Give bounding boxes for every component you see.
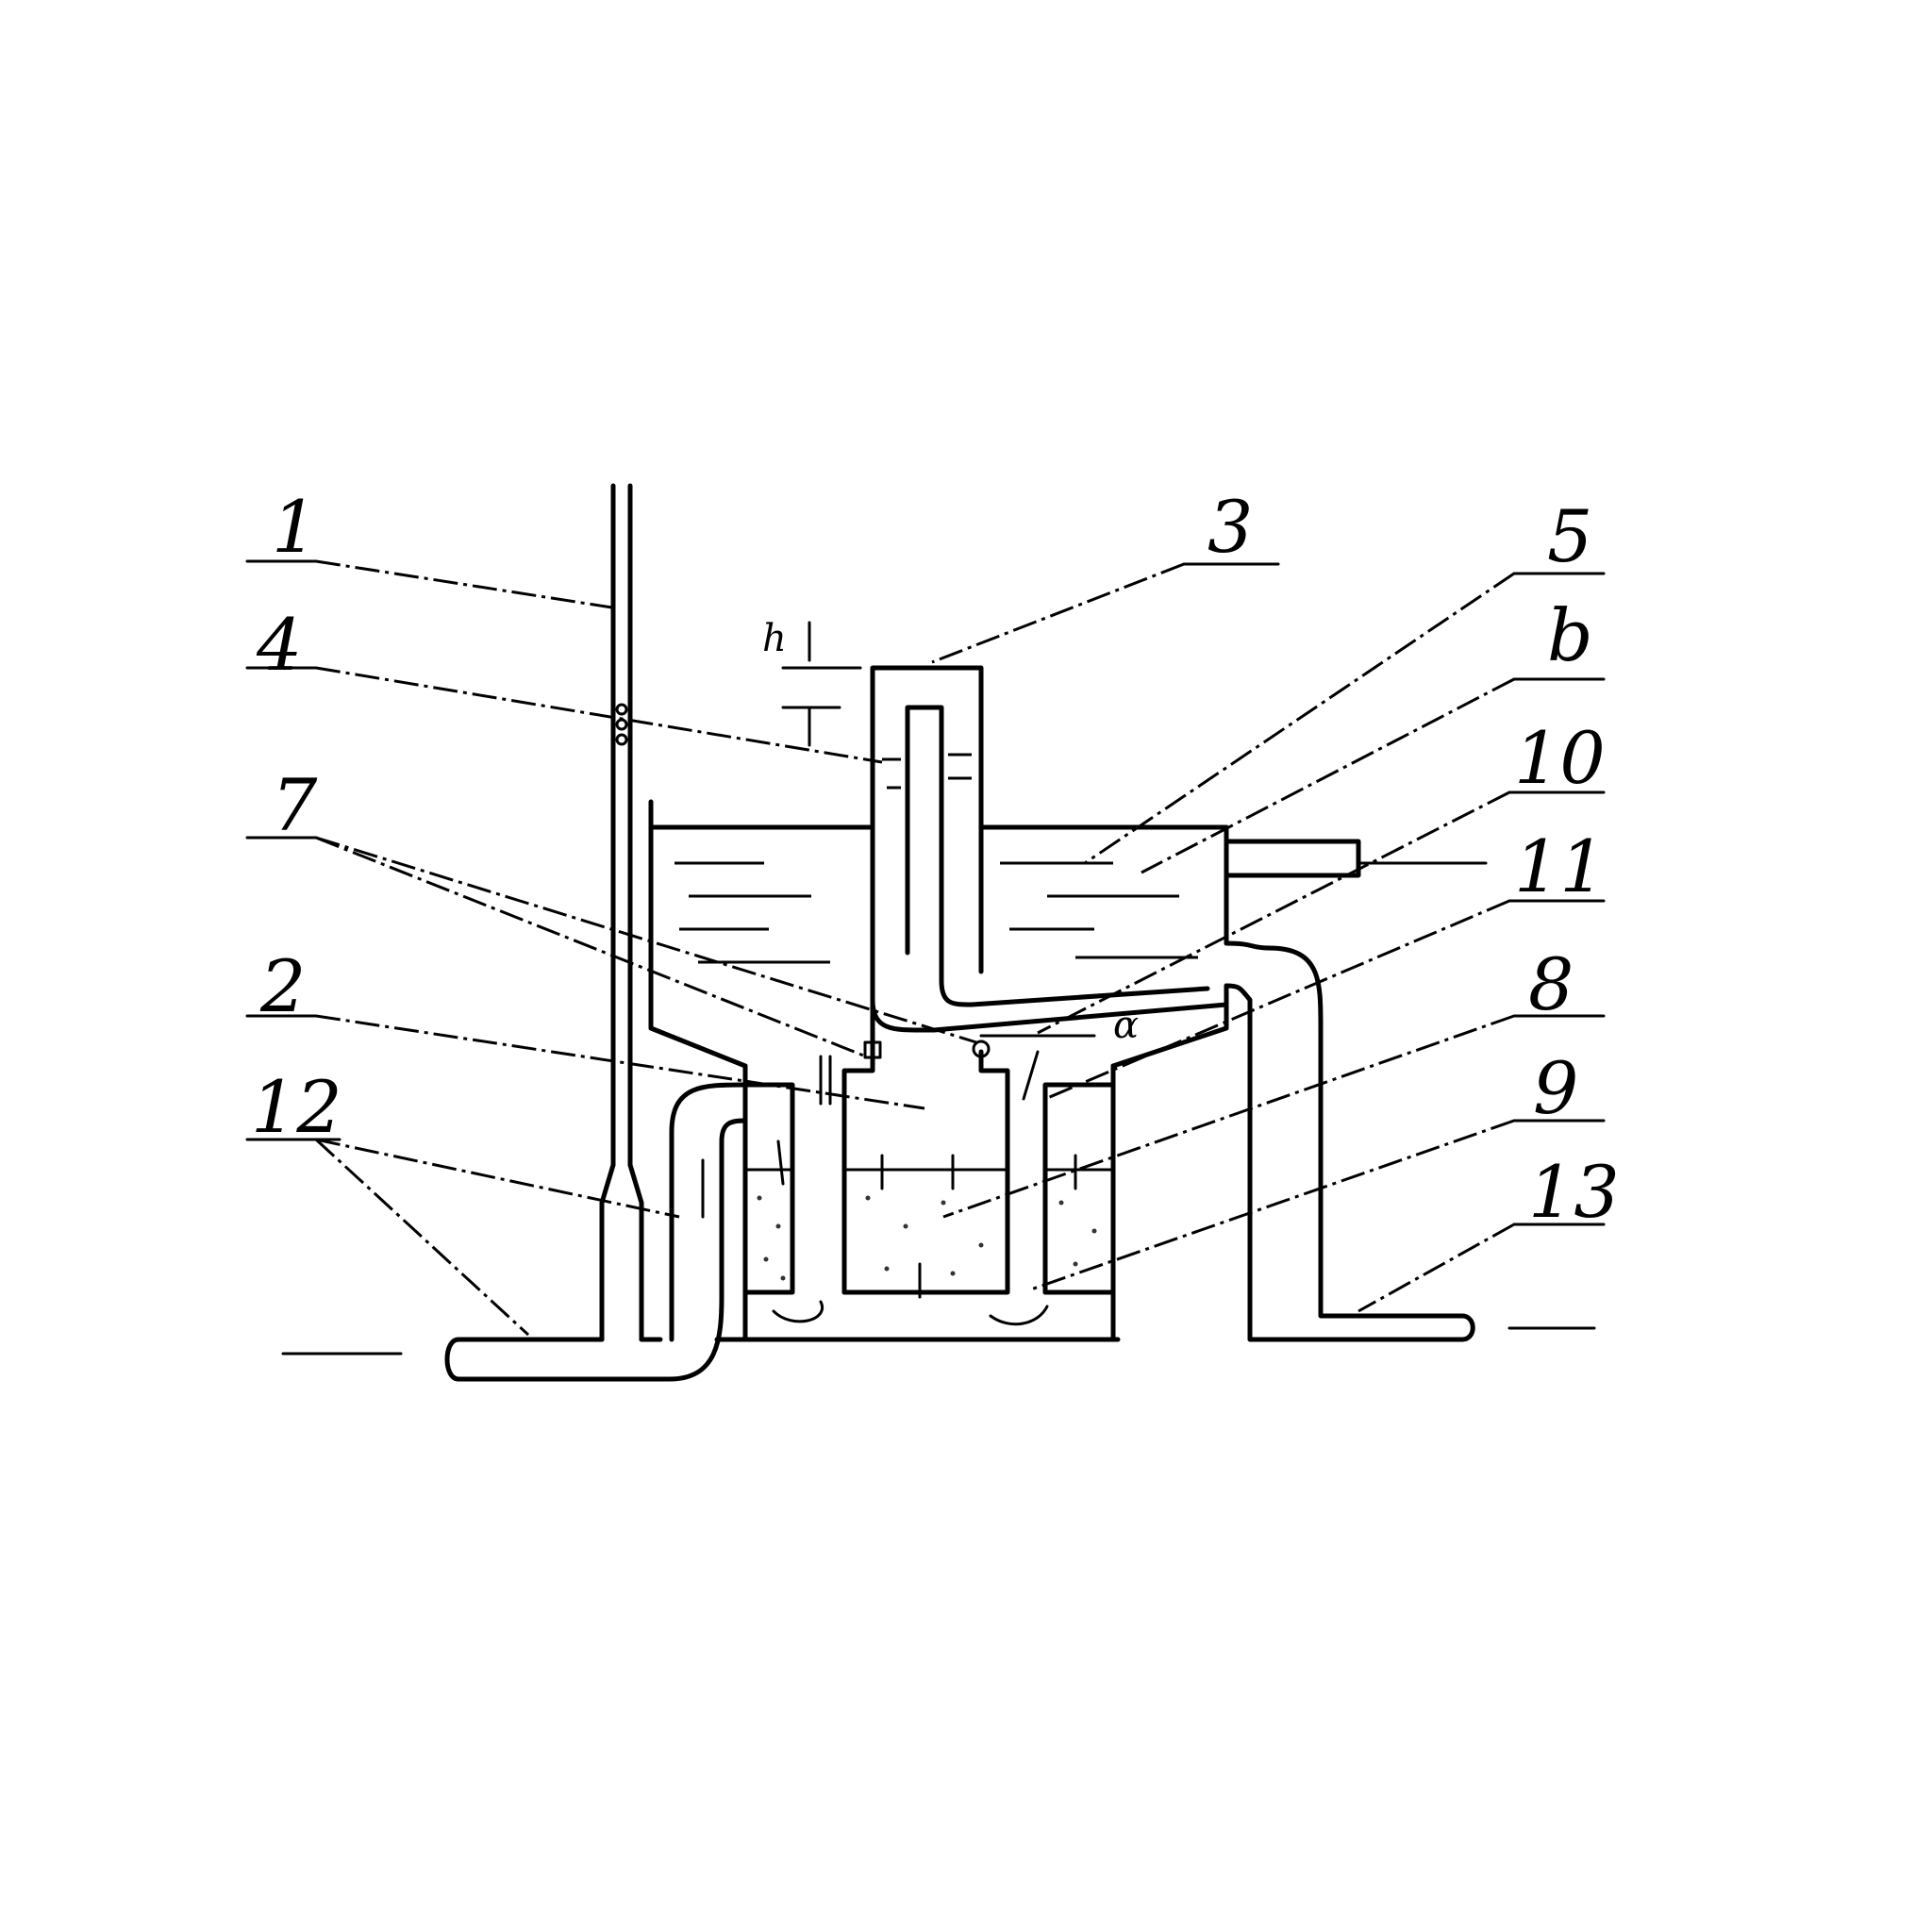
label-underlines [245, 559, 1606, 1226]
label-7: 7 [272, 763, 318, 847]
label-10: 10 [1514, 716, 1606, 800]
angle-symbol: α [1113, 1004, 1139, 1047]
filter-chamber [714, 1049, 1121, 1342]
label-3: 3 [1208, 485, 1253, 569]
leader-lines [314, 559, 1515, 1337]
water-lines [675, 753, 1198, 964]
label-6: b [1547, 593, 1593, 677]
outlet-pipe [1224, 940, 1596, 1342]
label-12: 12 [251, 1065, 342, 1149]
label-8: 8 [1528, 942, 1574, 1026]
label-9: 9 [1533, 1046, 1578, 1130]
label-5: 5 [1547, 494, 1592, 578]
inlet-pipe [281, 1082, 748, 1382]
label-2: 2 [259, 944, 306, 1028]
label-4: 4 [256, 603, 302, 687]
main-tank [648, 799, 1488, 1088]
label-11: 11 [1514, 824, 1606, 908]
label-13: 13 [1528, 1150, 1620, 1234]
label-1: 1 [272, 485, 317, 569]
thermometer [599, 483, 644, 1342]
height-symbol: h [762, 617, 787, 660]
siphon-column: h α [762, 617, 1229, 1059]
